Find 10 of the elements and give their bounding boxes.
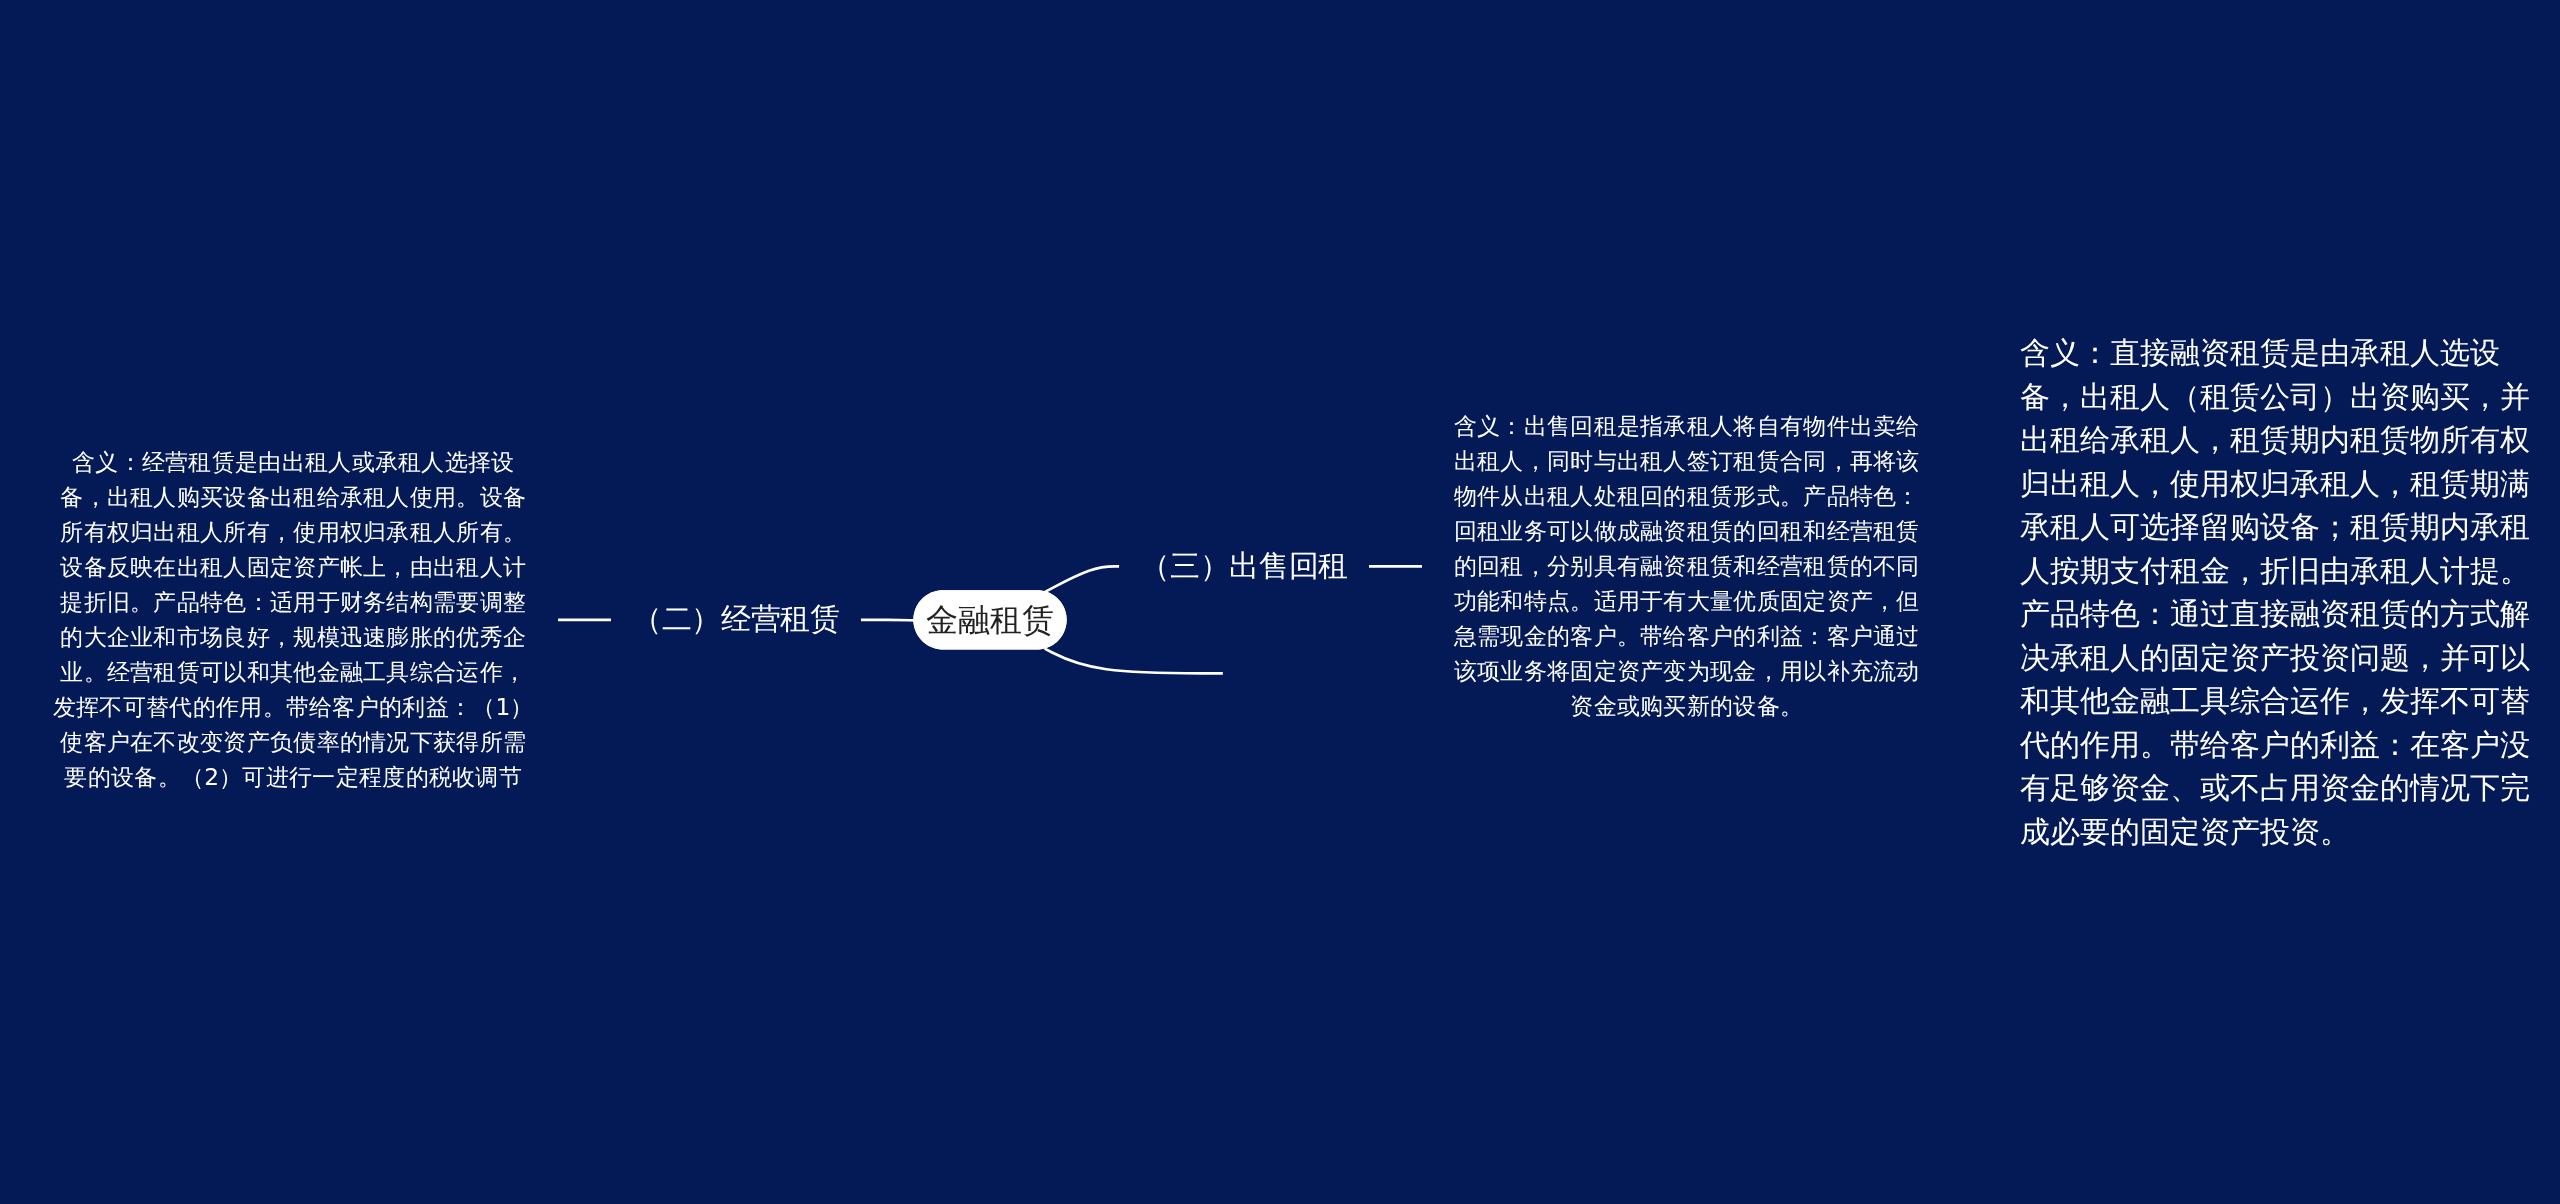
node-text: 含义：经营租赁是由出租人或承租人选择设备，出租人购买设备出租给承租人使用。设备所有权归出租人所有，使用权归承租人所有。设备反映在出租人固定资产帐上，由出租人计提折旧。产品特色：适用于财务结构需要调整的大企业和市场良好，规模迅速膨胀的优秀企业。经营租赁可以和其他金融工具综合运作，发挥不可替代的作用。带给客户的利益：（1）使客户在不改变资产负债率的情况下获得所需要的设备。（2）可进行一定程度的税收调节 — [52, 449, 534, 791]
connector — [860, 618, 915, 622]
node-text: 含义：出售回租是指承租人将自有物件出卖给出租人，同时与出租人签订租赁合同，再将该物件从出租人处租回的租赁形式。产品特色：回租业务可以做成融资租赁的回租和经营租赁的回租，分别具有融资租赁和经营租赁的不同功能和特点。适用于有大量优质固定资产，但急需现金的客户。带给客户的利益：客户通过该项业务将固定资产变为现金，用以补充流动资金或购买新的设备。 — [1453, 413, 1920, 720]
connector — [558, 618, 611, 622]
node-text: （三）出售回租 — [1140, 548, 1348, 584]
connector — [1369, 565, 1422, 568]
note-text: 含义：直接融资租赁是由承租人选设备，出租人（租赁公司）出资购买，并出租给承租人，租赁期内租赁物所有权归出租人，使用权归承租人，租赁期满承租人可选择留购设备；租赁期内承租人按期支付租金，折旧由承租人计提。产品特色：通过直接融资租赁的方式解决承租人的固定资产投资问题，并可以和其他金融工具综合运作，发挥不可替代的作用。带给客户的利益：在客户没有足够资金、或不占用资金的情况下完成必要的固定资产投资。 — [2020, 334, 2531, 851]
connector — [1044, 565, 1120, 594]
node-text: （二）经营租赁 — [632, 601, 840, 637]
connector — [1044, 647, 1223, 675]
